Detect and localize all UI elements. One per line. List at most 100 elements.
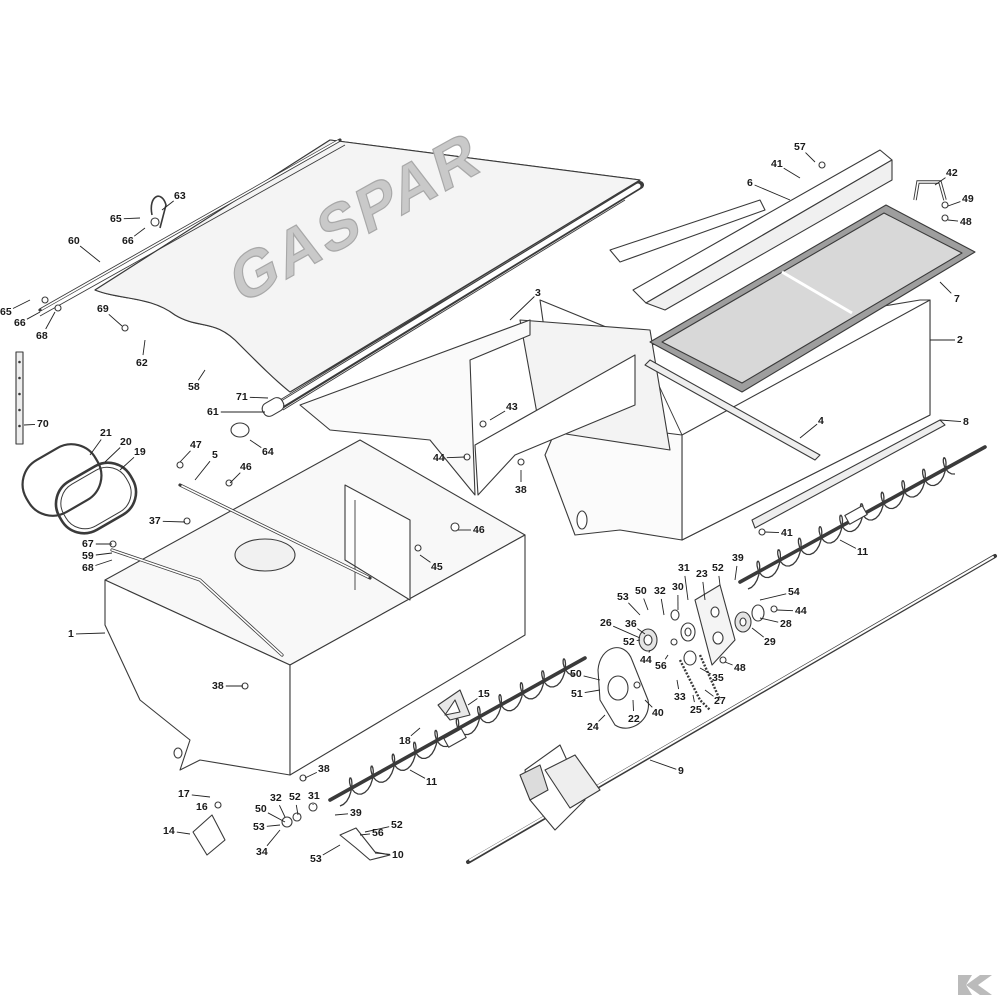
leader-line bbox=[613, 625, 641, 639]
callout-64: 64 bbox=[249, 439, 274, 458]
leader-line bbox=[267, 812, 286, 823]
leader-line bbox=[648, 649, 651, 653]
callout-number: 39 bbox=[732, 552, 744, 564]
callout-number: 66 bbox=[14, 317, 26, 329]
callout-58: 58 bbox=[188, 369, 206, 393]
leader-line bbox=[718, 575, 721, 586]
leader-line bbox=[176, 831, 191, 835]
callout-number: 22 bbox=[628, 713, 640, 725]
leader-line bbox=[947, 201, 961, 207]
leader-line bbox=[229, 472, 241, 484]
callout-number: 5 bbox=[212, 449, 218, 461]
callout-number: 47 bbox=[190, 439, 202, 451]
leader-line bbox=[759, 593, 787, 601]
callout-number: 62 bbox=[136, 357, 148, 369]
callout-number: 66 bbox=[122, 235, 134, 247]
bracket-6 bbox=[609, 149, 893, 311]
leader-line bbox=[79, 245, 101, 263]
callout-62: 62 bbox=[136, 339, 148, 369]
callout-23: 23 bbox=[696, 568, 708, 601]
leader-line bbox=[410, 727, 421, 737]
callout-41: 41 bbox=[764, 527, 793, 539]
callout-53: 53 bbox=[310, 844, 341, 865]
leader-line bbox=[839, 539, 857, 549]
belts bbox=[21, 443, 138, 535]
callout-45: 45 bbox=[419, 554, 443, 573]
callout-number: 68 bbox=[36, 330, 48, 342]
leader-line bbox=[89, 439, 102, 456]
callout-number: 61 bbox=[207, 406, 219, 418]
leader-line bbox=[509, 296, 535, 321]
callout-54: 54 bbox=[759, 586, 800, 601]
leader-line bbox=[751, 627, 764, 638]
callout-10: 10 bbox=[374, 849, 404, 861]
callout-number: 58 bbox=[188, 381, 200, 393]
callout-number: 46 bbox=[473, 524, 485, 536]
callout-number: 40 bbox=[652, 707, 664, 719]
strap-70 bbox=[15, 351, 24, 445]
callout-number: 56 bbox=[655, 660, 667, 672]
callout-number: 53 bbox=[617, 591, 629, 603]
callout-69: 69 bbox=[97, 303, 123, 327]
callout-65: 65 bbox=[110, 213, 141, 225]
callout-number: 65 bbox=[0, 306, 12, 318]
callout-29: 29 bbox=[751, 627, 776, 648]
pin-63 bbox=[150, 195, 167, 229]
callout-5: 5 bbox=[194, 449, 218, 481]
leader-line bbox=[194, 460, 211, 481]
callout-30: 30 bbox=[672, 581, 684, 611]
callout-number: 41 bbox=[771, 158, 783, 170]
drive-assembly bbox=[597, 584, 765, 729]
callout-27: 27 bbox=[704, 689, 726, 707]
cover-tarp: GASPAR bbox=[94, 115, 641, 411]
callout-number: 71 bbox=[236, 391, 248, 403]
callout-number: 9 bbox=[678, 765, 684, 777]
callout-number: 25 bbox=[690, 704, 702, 716]
lid-7 bbox=[649, 204, 976, 393]
callout-50: 50 bbox=[570, 668, 601, 681]
callout-34: 34 bbox=[256, 829, 281, 858]
callout-number: 6 bbox=[747, 177, 753, 189]
callout-number: 20 bbox=[120, 436, 132, 448]
callout-number: 11 bbox=[426, 776, 437, 788]
leader-line bbox=[583, 675, 601, 681]
bearing-15 bbox=[437, 689, 471, 721]
callout-number: 38 bbox=[212, 680, 224, 692]
strip-8 bbox=[751, 419, 946, 529]
callout-39: 39 bbox=[732, 552, 744, 581]
callout-38: 38 bbox=[515, 470, 527, 496]
callout-42: 42 bbox=[934, 167, 958, 186]
leader-line bbox=[278, 805, 286, 818]
callout-56: 56 bbox=[655, 654, 669, 672]
leader-line bbox=[162, 520, 186, 523]
callout-number: 26 bbox=[600, 617, 612, 629]
callout-number: 23 bbox=[696, 568, 708, 580]
callout-number: 52 bbox=[289, 791, 301, 803]
roller-parts bbox=[230, 397, 285, 438]
callout-number: 44 bbox=[795, 605, 807, 617]
callout-8: 8 bbox=[939, 416, 969, 428]
leader-line bbox=[334, 813, 349, 816]
roller-tube bbox=[266, 181, 644, 416]
leader-line bbox=[759, 617, 779, 623]
callout-53: 53 bbox=[617, 591, 641, 616]
callout-39: 39 bbox=[334, 807, 362, 819]
callout-number: 38 bbox=[515, 484, 527, 496]
callout-52: 52 bbox=[289, 791, 301, 816]
callout-number: 10 bbox=[392, 849, 404, 861]
plate-14 bbox=[192, 814, 226, 856]
leader-line bbox=[161, 200, 174, 211]
callout-21: 21 bbox=[89, 427, 112, 456]
callout-51: 51 bbox=[571, 688, 601, 700]
leader-line bbox=[249, 396, 269, 399]
divider-3 bbox=[299, 319, 636, 496]
callout-66: 66 bbox=[14, 311, 41, 329]
gearbox bbox=[519, 744, 601, 831]
callout-number: 32 bbox=[654, 585, 666, 597]
callout-71: 71 bbox=[236, 391, 269, 403]
leader-line bbox=[643, 598, 649, 611]
callout-number: 8 bbox=[963, 416, 969, 428]
callout-number: 36 bbox=[625, 618, 637, 630]
leader-line bbox=[644, 699, 653, 708]
